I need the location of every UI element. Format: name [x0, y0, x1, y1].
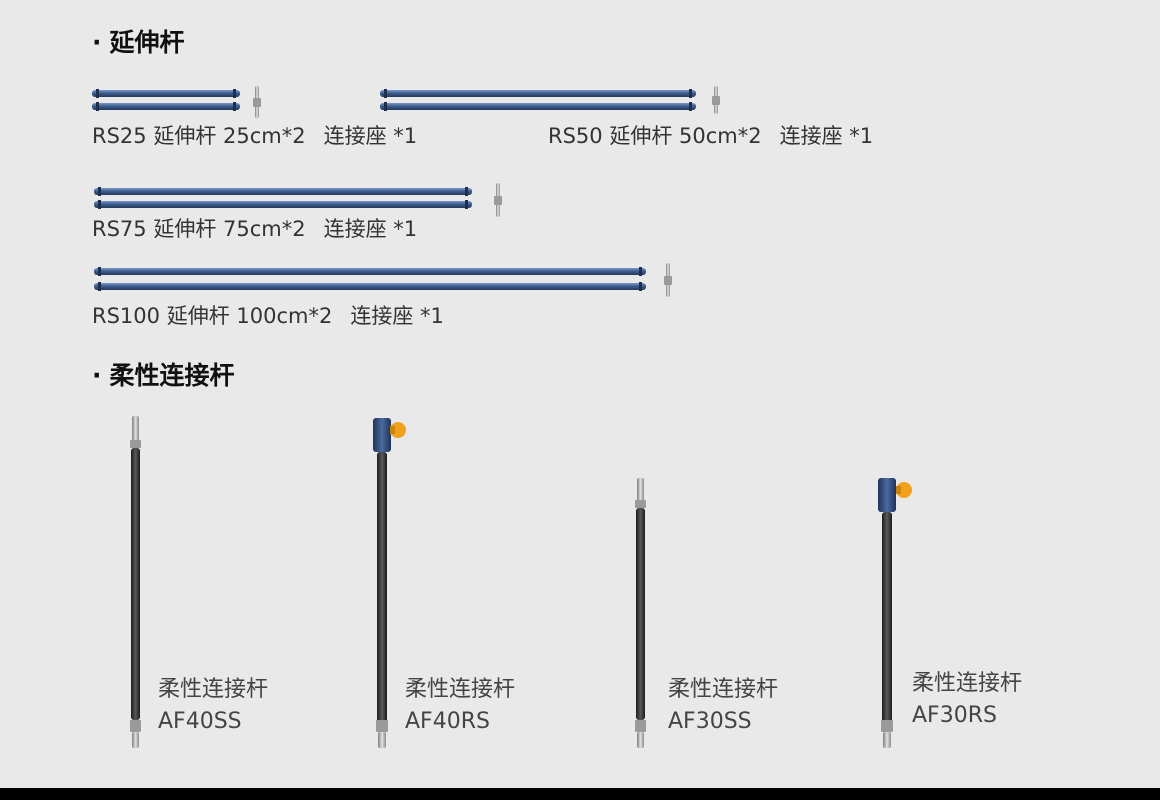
connector-icon	[664, 263, 672, 297]
rod-desc: 延伸杆 100cm*2	[166, 304, 333, 328]
bullet-dot: ·	[92, 28, 102, 57]
connector-icon	[253, 86, 261, 118]
rs25-label: RS25 延伸杆 25cm*2 连接座 *1	[92, 126, 417, 147]
connector-desc: 连接座 *1	[323, 217, 418, 241]
rs100-label: RS100 延伸杆 100cm*2 连接座 *1	[92, 306, 444, 327]
connector-desc: 连接座 *1	[350, 304, 444, 328]
product-type: 柔性连接杆	[668, 677, 779, 702]
rod-desc: 延伸杆 50cm*2	[609, 124, 762, 148]
rod	[380, 90, 696, 97]
model-name: RS100	[92, 304, 161, 328]
rs50-rod-pair	[380, 89, 696, 111]
bullet-dot: ·	[92, 361, 102, 390]
section-title-text: 柔性连接杆	[109, 361, 235, 390]
connector-icon	[712, 86, 720, 114]
af30rs-flex-rod	[878, 478, 912, 748]
section-title-extension-rods: ·延伸杆	[92, 30, 185, 55]
rs50-label: RS50 延伸杆 50cm*2 连接座 *1	[548, 126, 873, 147]
af30ss-flex-rod	[635, 478, 646, 748]
section-title-text: 延伸杆	[109, 28, 185, 57]
connector-desc: 连接座 *1	[779, 124, 874, 148]
rod	[94, 268, 646, 275]
rod	[94, 188, 472, 195]
model-name: RS50	[548, 124, 603, 148]
rs75-rod-pair	[94, 187, 472, 209]
rod	[94, 283, 646, 290]
af40rs-label: 柔性连接杆 AF40RS	[405, 674, 515, 738]
section-title-flexible-rods: ·柔性连接杆	[92, 363, 235, 388]
af30ss-label: 柔性连接杆 AF30SS	[668, 674, 778, 738]
footer-bar	[0, 788, 1160, 800]
product-type: 柔性连接杆	[158, 677, 269, 702]
rod	[380, 103, 696, 110]
af40ss-flex-rod	[130, 416, 141, 748]
model-name: RS25	[92, 124, 147, 148]
product-model: AF40SS	[158, 709, 242, 734]
rod	[92, 90, 240, 97]
rs100-rod-pair	[94, 267, 646, 291]
product-type: 柔性连接杆	[912, 671, 1023, 696]
af40ss-label: 柔性连接杆 AF40SS	[158, 674, 268, 738]
product-model: AF30SS	[668, 709, 752, 734]
product-model: AF40RS	[405, 709, 490, 734]
rs75-label: RS75 延伸杆 75cm*2 连接座 *1	[92, 219, 417, 240]
af40rs-flex-rod	[373, 418, 406, 748]
connector-desc: 连接座 *1	[323, 124, 418, 148]
rod-desc: 延伸杆 25cm*2	[153, 124, 306, 148]
model-name: RS75	[92, 217, 147, 241]
rod-desc: 延伸杆 75cm*2	[153, 217, 306, 241]
rod	[92, 103, 240, 110]
product-model: AF30RS	[912, 703, 997, 728]
connector-icon	[494, 183, 502, 217]
af30rs-label: 柔性连接杆 AF30RS	[912, 668, 1022, 732]
product-type: 柔性连接杆	[405, 677, 516, 702]
rs25-rod-pair	[92, 89, 240, 111]
rod	[94, 201, 472, 208]
